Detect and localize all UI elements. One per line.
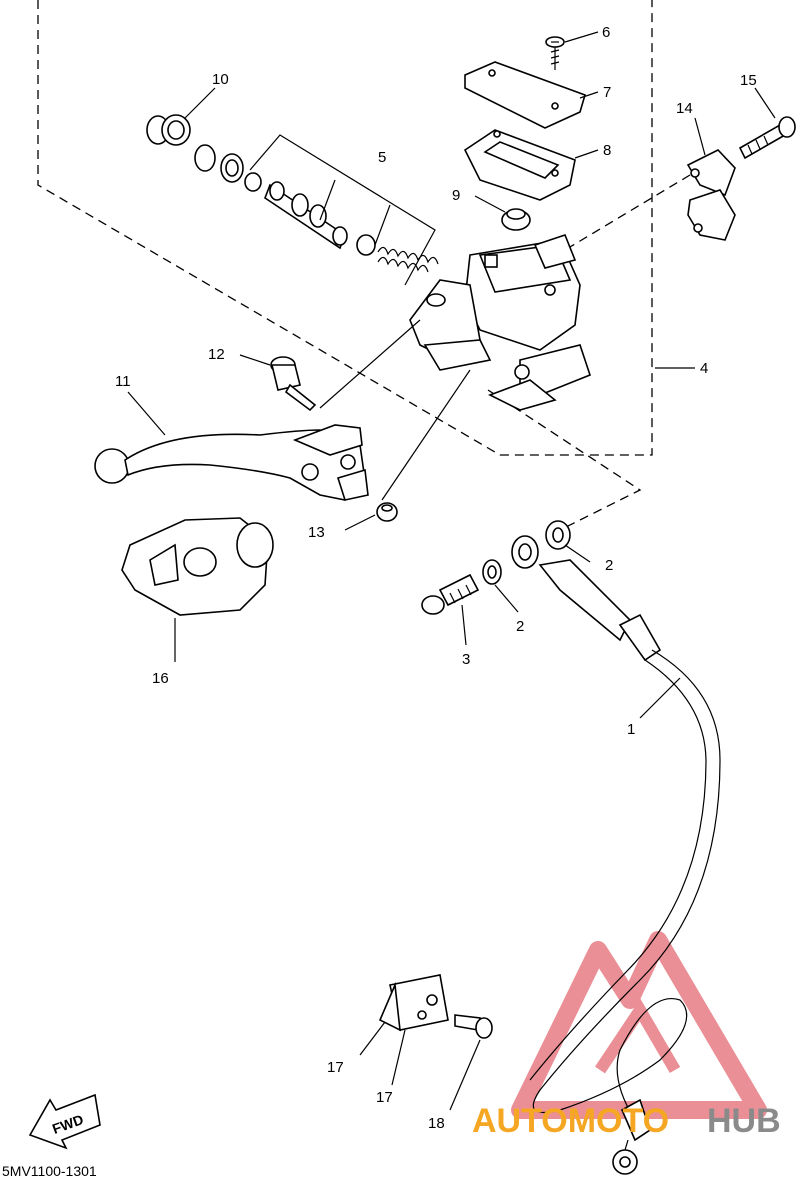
callout-18: 18 — [428, 1115, 445, 1132]
callout-17a: 17 — [327, 1059, 344, 1076]
union-bolt — [421, 573, 480, 615]
pivot-bolt — [270, 319, 421, 412]
callout-5: 5 — [378, 149, 386, 166]
watermark-text-orange: AUTOMOTO — [472, 1102, 669, 1140]
callout-labels: 1 2 2 3 4 5 6 7 8 9 10 11 12 13 14 15 16… — [115, 24, 757, 1132]
master-cylinder-body — [409, 234, 591, 411]
callout-3: 3 — [462, 651, 470, 668]
cap-screw — [545, 36, 565, 70]
copper-washers — [482, 520, 571, 585]
callout-7: 7 — [603, 84, 611, 101]
lever-cover — [121, 517, 274, 616]
callout-16: 16 — [152, 670, 169, 687]
protector — [501, 208, 531, 231]
callout-9: 9 — [452, 187, 460, 204]
piston-kit — [194, 134, 439, 286]
holder-clamp — [686, 149, 736, 241]
reservoir-cap — [464, 61, 586, 129]
callout-17b: 17 — [376, 1089, 393, 1106]
callout-2a: 2 — [605, 557, 613, 574]
guide-bolt — [454, 1014, 493, 1039]
watermark-text: AUTOMOTO HUB — [472, 1102, 781, 1140]
callout-13: 13 — [308, 524, 325, 541]
diaphragm — [463, 129, 576, 201]
callout-6: 6 — [602, 24, 610, 41]
lever-nut — [376, 369, 471, 522]
clutch-lever — [94, 424, 369, 501]
fwd-arrow-icon: FWD — [28, 1093, 101, 1150]
holder-bolt — [738, 116, 796, 160]
watermark-text-gray: HUB — [707, 1102, 781, 1140]
callout-12: 12 — [208, 346, 225, 363]
callout-2b: 2 — [516, 618, 524, 635]
callout-1: 1 — [627, 721, 635, 738]
callout-11: 11 — [115, 373, 131, 390]
callout-leaders — [127, 31, 776, 1111]
diagram-code: 5MV1100-1301 — [2, 1163, 97, 1179]
callout-10: 10 — [212, 71, 229, 88]
watermark-logo — [511, 931, 767, 1119]
assembly-outline — [37, 0, 691, 531]
callout-4: 4 — [700, 360, 708, 377]
callout-14: 14 — [676, 100, 693, 117]
callout-8: 8 — [603, 142, 611, 159]
hose-guides — [378, 974, 449, 1032]
callout-15: 15 — [740, 72, 757, 89]
boot — [146, 114, 191, 146]
clutch-hose — [511, 535, 721, 1175]
